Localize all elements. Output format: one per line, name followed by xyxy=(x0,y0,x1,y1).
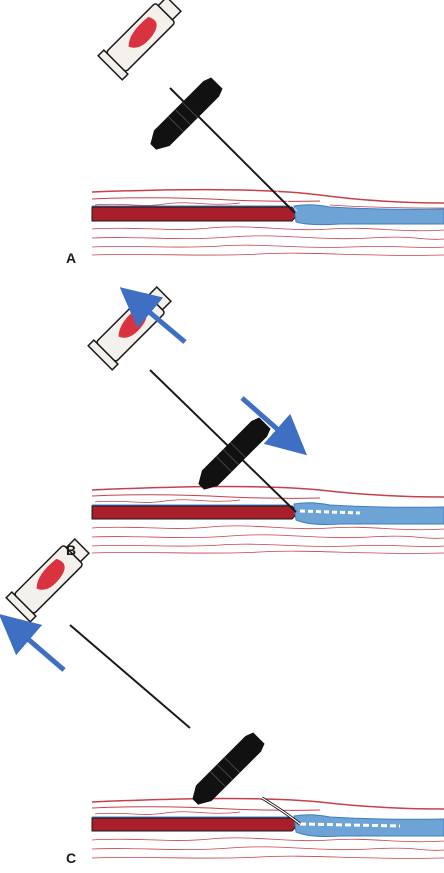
vein xyxy=(293,502,444,525)
tissue-section-a xyxy=(91,188,444,258)
panel-label-a: A xyxy=(66,250,77,266)
vein xyxy=(293,814,444,837)
needle xyxy=(69,624,191,729)
arrow-icon xyxy=(0,613,66,672)
artery xyxy=(91,206,297,222)
artery xyxy=(91,817,297,832)
syringe-icon xyxy=(87,286,297,513)
catheter-hub-icon xyxy=(192,732,265,805)
catheter-tube xyxy=(299,822,401,828)
vein xyxy=(293,204,444,226)
catheter-tube xyxy=(299,509,361,515)
panel-c xyxy=(0,538,444,859)
panel-label-b: B xyxy=(66,542,77,558)
catheter-hub-icon xyxy=(198,417,271,490)
artery xyxy=(91,505,297,520)
panel-a xyxy=(91,0,444,258)
panel-label-c: C xyxy=(66,850,77,866)
panel-b xyxy=(87,286,444,554)
needle xyxy=(149,369,297,513)
tissue-section-b xyxy=(91,485,444,554)
arrow-icon xyxy=(119,287,187,344)
syringe-icon xyxy=(97,0,298,214)
syringe-icon xyxy=(5,538,301,826)
arrow-icon xyxy=(240,396,308,456)
tissue-section-c xyxy=(91,797,444,859)
catheter-hub-icon xyxy=(150,77,223,150)
